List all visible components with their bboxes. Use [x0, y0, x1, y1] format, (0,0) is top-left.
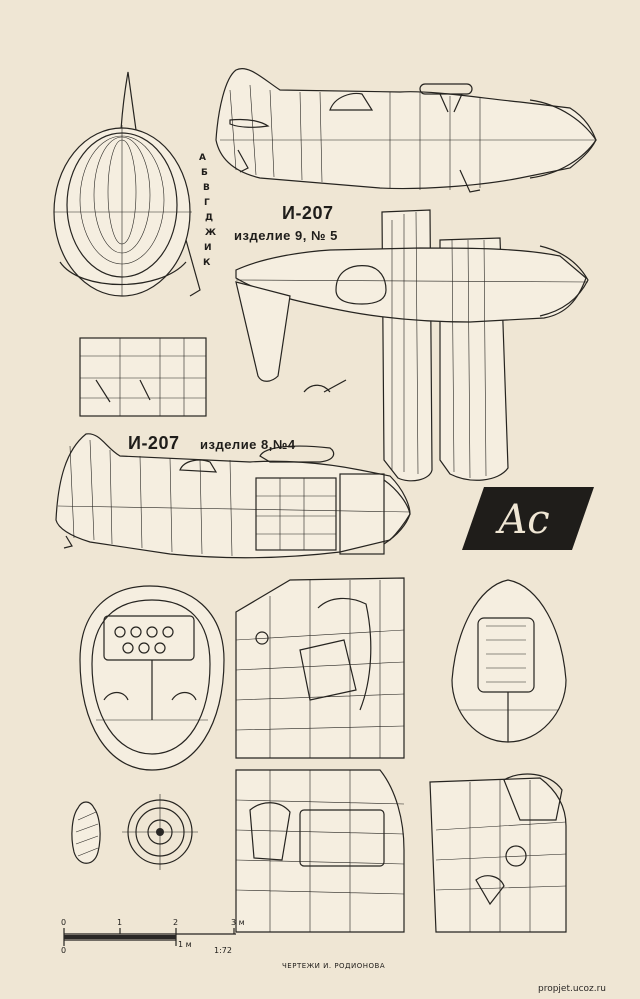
scale-ratio: 1:72 [214, 946, 232, 955]
side-view-top [215, 68, 597, 193]
site-watermark: propjet.ucoz.ru [538, 984, 607, 994]
drawing-credit: ЧЕРТЕЖИ И. РОДИОНОВА [282, 962, 386, 970]
scale-tick-label: 2 [173, 918, 179, 927]
cockpit-side-detail [235, 577, 405, 759]
station-label: А [199, 153, 206, 163]
station-label: И [204, 243, 212, 253]
top-view-planform [235, 209, 589, 482]
fuselage-top-detail [235, 769, 405, 933]
station-label: Ж [205, 228, 217, 238]
view2-title: И-207 [128, 433, 180, 453]
cockpit-front-detail [79, 585, 225, 771]
station-label: Г [204, 198, 210, 208]
cockpit-top-detail [451, 579, 567, 743]
scale-tick-label: 1 [117, 918, 123, 927]
station-label: Б [201, 168, 208, 178]
strut-section-detail [71, 801, 101, 864]
station-label: В [203, 183, 210, 193]
logo-text: Ac [494, 497, 549, 543]
cockpit-interior-detail [429, 773, 567, 933]
scale-tick-label: 0 [61, 918, 67, 927]
view2-subtitle: изделие 8,№4 [200, 437, 296, 452]
side-view-bottom [55, 433, 411, 559]
station-label: К [203, 258, 211, 268]
scale-bar [63, 928, 236, 946]
scale-tick-label: 0 [61, 946, 67, 955]
cockpit-detail-small [79, 337, 207, 417]
scale-tick-label: 1 м [178, 940, 192, 949]
view1-title: И-207 [282, 203, 334, 223]
station-label: Д [205, 213, 214, 223]
front-view-sections [53, 71, 201, 297]
scale-tick-label: 3 м [231, 918, 245, 927]
wheel-detail [122, 794, 198, 870]
magazine-logo: Ac [462, 487, 594, 550]
view1-subtitle: изделие 9, № 5 [234, 228, 338, 243]
